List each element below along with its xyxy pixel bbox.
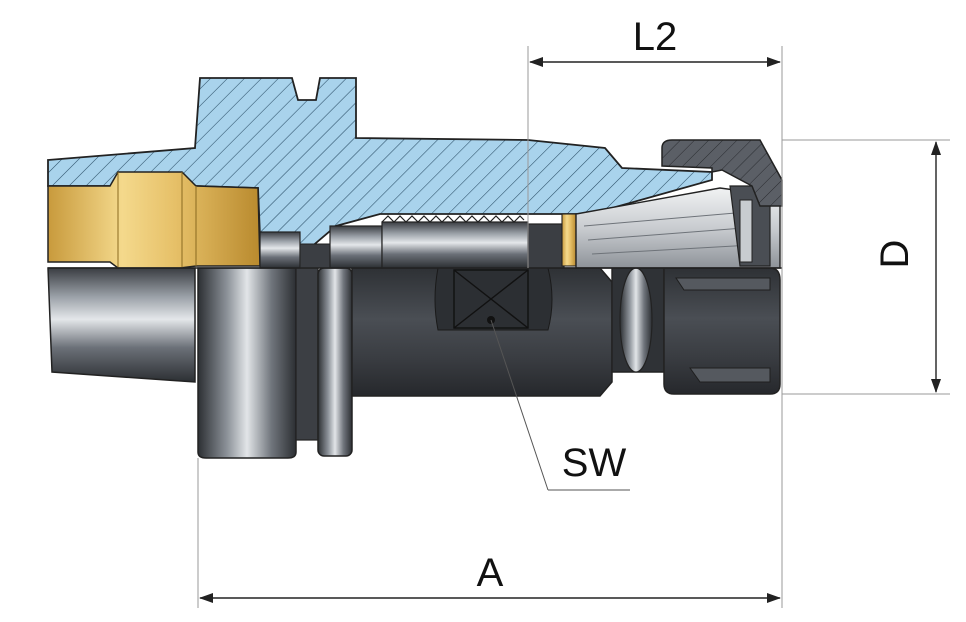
l2-label: L2	[633, 15, 678, 59]
dimension-a: A	[197, 458, 781, 608]
exterior-view	[47, 267, 781, 459]
a-label: A	[477, 551, 504, 595]
brass-ring-small	[561, 213, 577, 267]
wrench-flat-square	[453, 269, 529, 329]
section-view	[47, 77, 783, 269]
adjust-screw	[329, 225, 383, 269]
thread	[381, 215, 529, 269]
collar-exterior	[317, 267, 353, 457]
dimension-d: D	[782, 139, 950, 395]
wrench-flat	[434, 267, 553, 331]
taper-shank-exterior	[47, 267, 196, 383]
collet-nut-section	[661, 139, 783, 207]
collet-nut-exterior	[663, 267, 781, 395]
sw-label: SW	[562, 441, 627, 485]
inner-ring	[259, 231, 301, 269]
groove-ring-exterior	[295, 267, 319, 441]
collet	[575, 187, 781, 269]
brass-insert	[47, 171, 261, 269]
d-label: D	[873, 240, 917, 269]
flange-exterior	[197, 267, 297, 459]
dimension-sw: SW	[490, 319, 630, 491]
